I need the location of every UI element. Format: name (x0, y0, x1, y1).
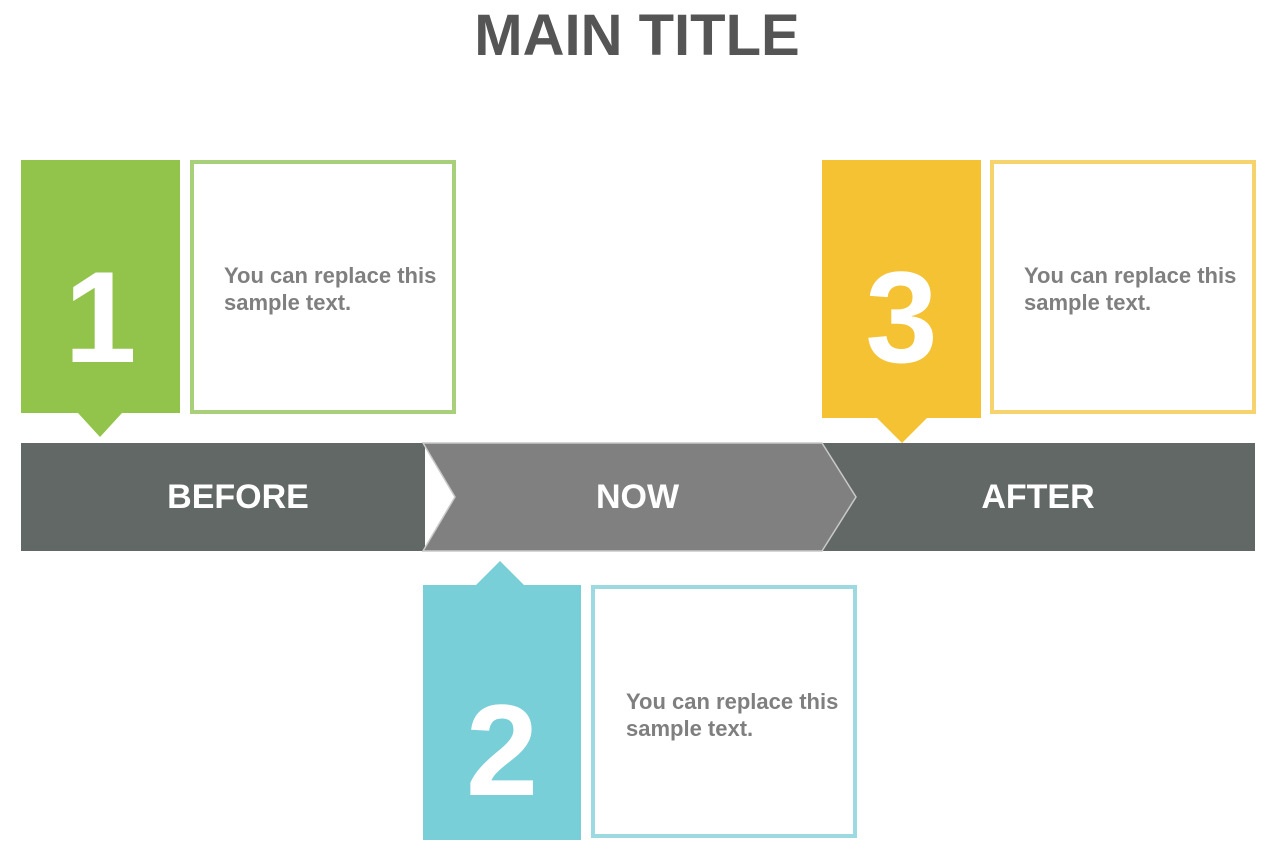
step-number-1: 1 (64, 244, 137, 390)
step-number-2: 2 (465, 677, 539, 823)
stage-label-after: AFTER (981, 478, 1095, 516)
step-text-1: You can replace this sample text. (224, 263, 437, 315)
step-number-tab-3: 3 (822, 160, 981, 418)
band-before-segment (21, 443, 425, 551)
main-title: MAIN TITLE (474, 3, 800, 68)
step-number-tab-1: 1 (21, 160, 180, 413)
stage-label-now: NOW (595, 478, 680, 516)
step-number-3: 3 (865, 244, 938, 390)
step-text-3: You can replace this sample text. (1024, 263, 1237, 315)
stage-label-before: BEFORE (167, 478, 309, 516)
step-pointer-3 (877, 418, 927, 443)
band-after-segment (822, 443, 1255, 551)
step-text-box-2: You can replace this sample text. (591, 585, 857, 838)
band-now-chevron (421, 442, 857, 552)
step-text-box-3: You can replace this sample text. (990, 160, 1256, 414)
step-number-tab-2: 2 (423, 585, 581, 840)
step-pointer-2 (476, 561, 524, 585)
step-pointer-1 (78, 413, 122, 437)
step-text-box-1: You can replace this sample text. (190, 160, 456, 414)
step-text-2: You can replace this sample text. (626, 689, 839, 741)
